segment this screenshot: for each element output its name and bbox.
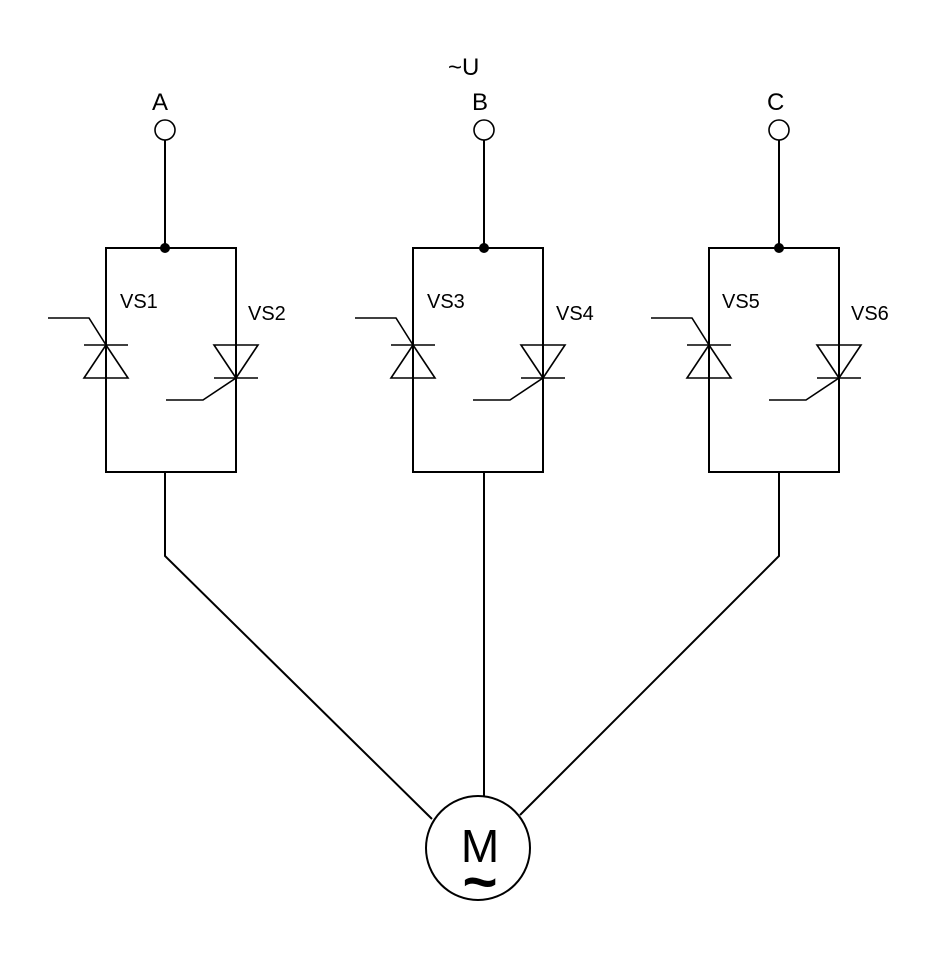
thyristor-label-vs5: VS5 (722, 291, 760, 313)
phase-b-branch: B VS3 VS4 (355, 89, 594, 473)
thyristor-label-vs2: VS2 (248, 303, 286, 325)
thyristor-label-vs6: VS6 (851, 303, 889, 325)
output-wire-a (164, 472, 433, 820)
thyristor-label-vs1: VS1 (120, 291, 158, 313)
motor-housing (425, 795, 531, 901)
thyristor-vs1-icon (48, 317, 130, 379)
thyristor-vs3-icon (355, 317, 437, 379)
thyristor-vs4-icon (473, 344, 567, 401)
thyristor-vs5-icon (651, 317, 733, 379)
thyristor-pair-frame-b (412, 247, 544, 473)
thyristor-vs2-icon (166, 344, 260, 401)
motor-icon: M ~ (425, 795, 531, 915)
motor-ac-symbol: ~ (462, 848, 497, 915)
terminal-b-icon (473, 119, 495, 141)
phase-c-branch: C VS5 VS6 (651, 89, 889, 473)
terminal-c-icon (768, 119, 790, 141)
thyristor-vs6-icon (769, 344, 863, 401)
thyristor-label-vs3: VS3 (427, 291, 465, 313)
terminal-label-a: A (152, 89, 168, 116)
motor-label: M (461, 820, 499, 872)
output-wire-c (519, 472, 780, 816)
terminal-a-icon (154, 119, 176, 141)
supply-label: ~U (448, 54, 479, 81)
terminal-label-c: C (767, 89, 784, 116)
thyristor-pair-frame-a (105, 247, 237, 473)
thyristor-pair-frame-c (708, 247, 840, 473)
terminal-label-b: B (472, 89, 488, 116)
thyristor-label-vs4: VS4 (556, 303, 594, 325)
phase-a-branch: A VS1 VS2 (48, 89, 286, 473)
